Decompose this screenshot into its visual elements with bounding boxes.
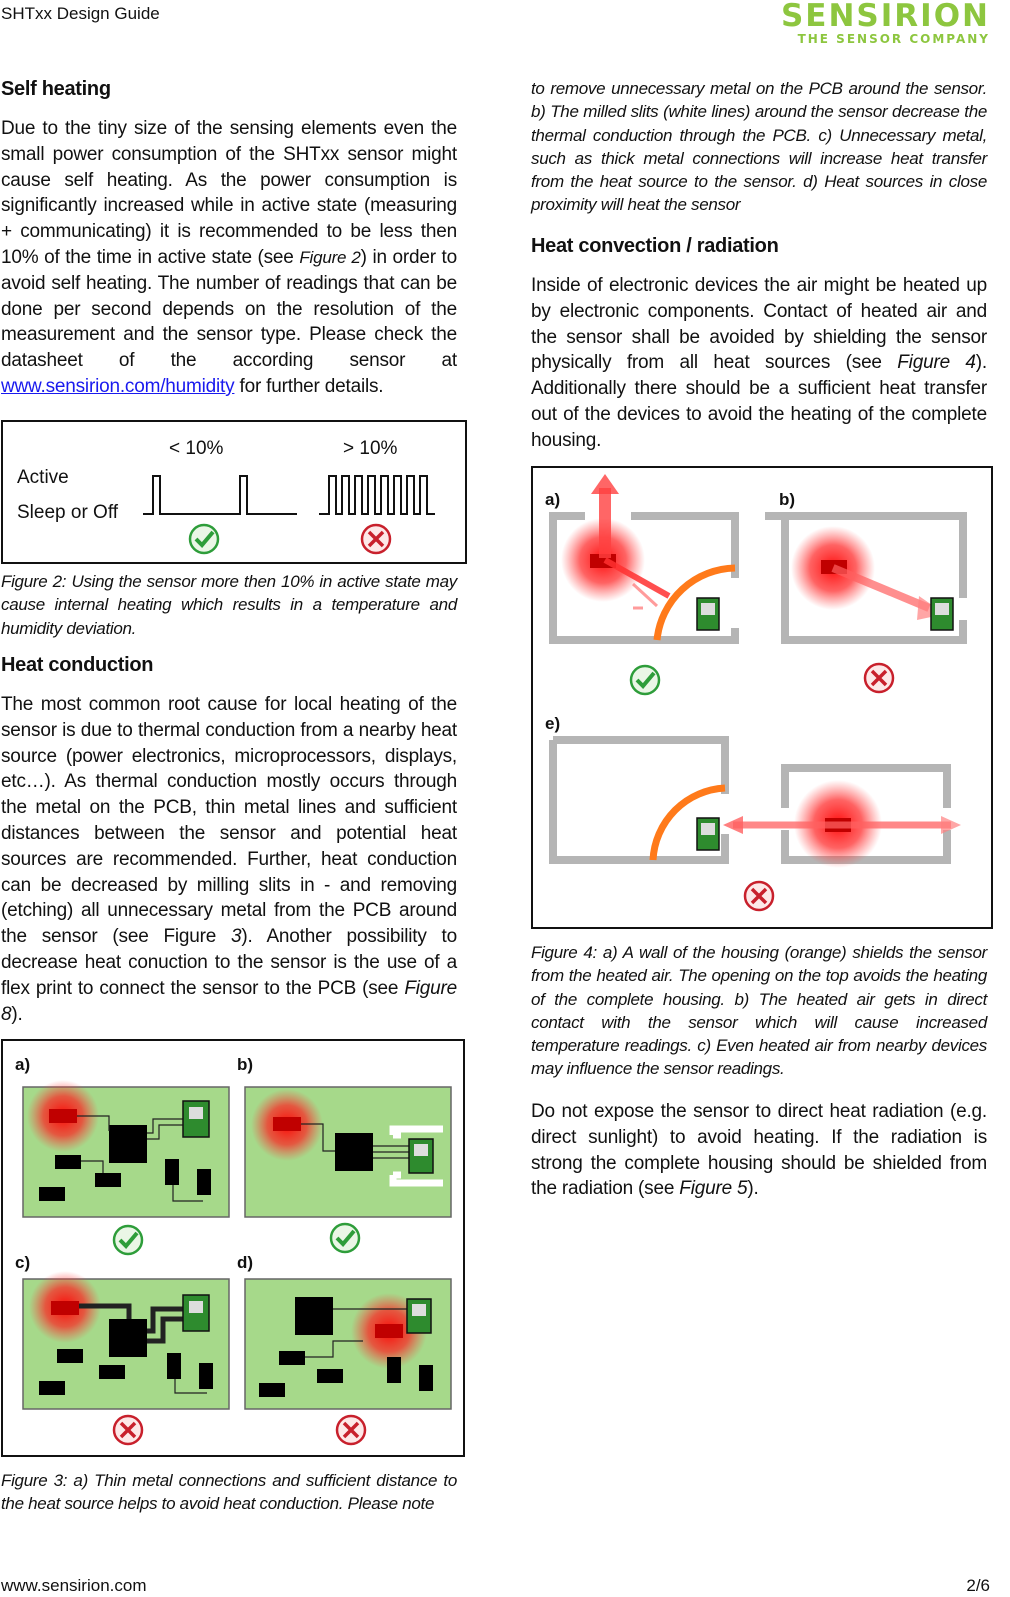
cross-icon — [743, 880, 775, 912]
pcb-panel-a — [22, 1080, 230, 1218]
text-segment: ). Additionally there should be a suffic… — [531, 352, 987, 451]
text-segment: Due to the tiny size of the sensing elem… — [1, 118, 457, 268]
figure-4-caption: Figure 4: a) A wall of the housing (oran… — [531, 943, 987, 1079]
pcb-panel-c — [22, 1271, 230, 1410]
text-segment: The most common root cause for local hea… — [1, 694, 457, 948]
housing-diagrams — [549, 474, 967, 912]
panel-label-c: c) — [15, 1253, 31, 1272]
figure-3-caption-continued: to remove unnecessary metal on the PCB a… — [531, 79, 987, 215]
panel-label-b: b) — [779, 490, 796, 509]
check-icon — [112, 1224, 144, 1256]
figure-reference: Figure 4 — [897, 352, 976, 374]
pcb-panel-b — [244, 1086, 452, 1218]
text-segment: ) in order to avoid self heating. The nu… — [1, 246, 457, 372]
section-title-heat-conduction: Heat conduction — [1, 654, 154, 676]
section-title-heat-convection: Heat convection / radiation — [531, 235, 779, 257]
panel-label-a: a) — [15, 1055, 31, 1074]
panel-label-e: e) — [545, 714, 561, 733]
figure-4-housing-convection: a) b) e) — [531, 466, 993, 929]
section-title-self-heating: Self heating — [1, 78, 111, 100]
cross-icon — [863, 662, 895, 694]
housing-panel-b — [765, 512, 967, 644]
logo-wordmark: SENSIRION — [780, 0, 990, 34]
panel-label-a: a) — [545, 490, 561, 509]
figure-reference: Figure 8 — [1, 977, 457, 1025]
pcb-diagrams — [22, 1080, 452, 1446]
duty-cycle-waveforms — [143, 475, 435, 515]
cross-icon — [335, 1414, 367, 1446]
cross-icon — [359, 522, 393, 561]
text-segment: ). — [747, 1178, 759, 1200]
text-segment: Do not expose the sensor to direct heat … — [531, 1101, 987, 1200]
logo-tagline: THE SENSOR COMPANY — [797, 32, 990, 46]
figure-3-pcb-layouts: a) b) c) d) — [1, 1039, 465, 1457]
figure-2-caption: Figure 2: Using the sensor more then 10%… — [1, 572, 457, 638]
figure-3-caption: Figure 3: a) Thin metal connections and … — [1, 1471, 457, 1514]
paragraph-heat-convection: Inside of electronic devices the air mig… — [531, 273, 987, 454]
figure-reference: 3 — [231, 926, 242, 948]
check-icon — [629, 664, 661, 696]
footer-page-number: 2/6 — [966, 1576, 990, 1595]
label-active: Active — [17, 467, 69, 488]
figure-2-duty-cycle: < 10% > 10% Active Sleep or Off — [1, 420, 467, 564]
humidity-link[interactable]: www.sensirion.com/humidity — [1, 375, 235, 397]
text-segment: for further details. — [234, 375, 384, 397]
cross-icon — [112, 1414, 144, 1446]
housing-panel-e — [549, 736, 961, 868]
label-less-than-10: < 10% — [169, 438, 224, 459]
pcb-panel-d — [244, 1278, 452, 1410]
text-segment: ). — [11, 1003, 23, 1025]
figure-reference: Figure 2 — [299, 247, 361, 267]
check-icon — [329, 1222, 361, 1254]
label-sleep-or-off: Sleep or Off — [17, 502, 119, 523]
check-icon — [187, 522, 221, 561]
low-duty-waveform — [143, 475, 297, 515]
text-segment: ). Another possibility to decrease heat … — [1, 926, 457, 999]
high-duty-waveform — [319, 475, 435, 515]
footer-website: www.sensirion.com — [1, 1576, 147, 1595]
panel-label-b: b) — [237, 1055, 254, 1074]
panel-label-d: d) — [237, 1253, 254, 1272]
figure-reference: Figure 5 — [679, 1178, 748, 1200]
paragraph-heat-conduction: The most common root cause for local hea… — [1, 692, 457, 1027]
text-segment: Inside of electronic devices the air mig… — [531, 275, 987, 374]
paragraph-heat-radiation: Do not expose the sensor to direct heat … — [531, 1099, 987, 1202]
housing-panel-a — [549, 474, 739, 644]
paragraph-self-heating: Due to the tiny size of the sensing elem… — [1, 116, 457, 400]
company-logo: SENSIRION THE SENSOR COMPANY — [781, 0, 990, 46]
document-title: SHTxx Design Guide — [1, 4, 160, 23]
label-greater-than-10: > 10% — [343, 438, 398, 459]
